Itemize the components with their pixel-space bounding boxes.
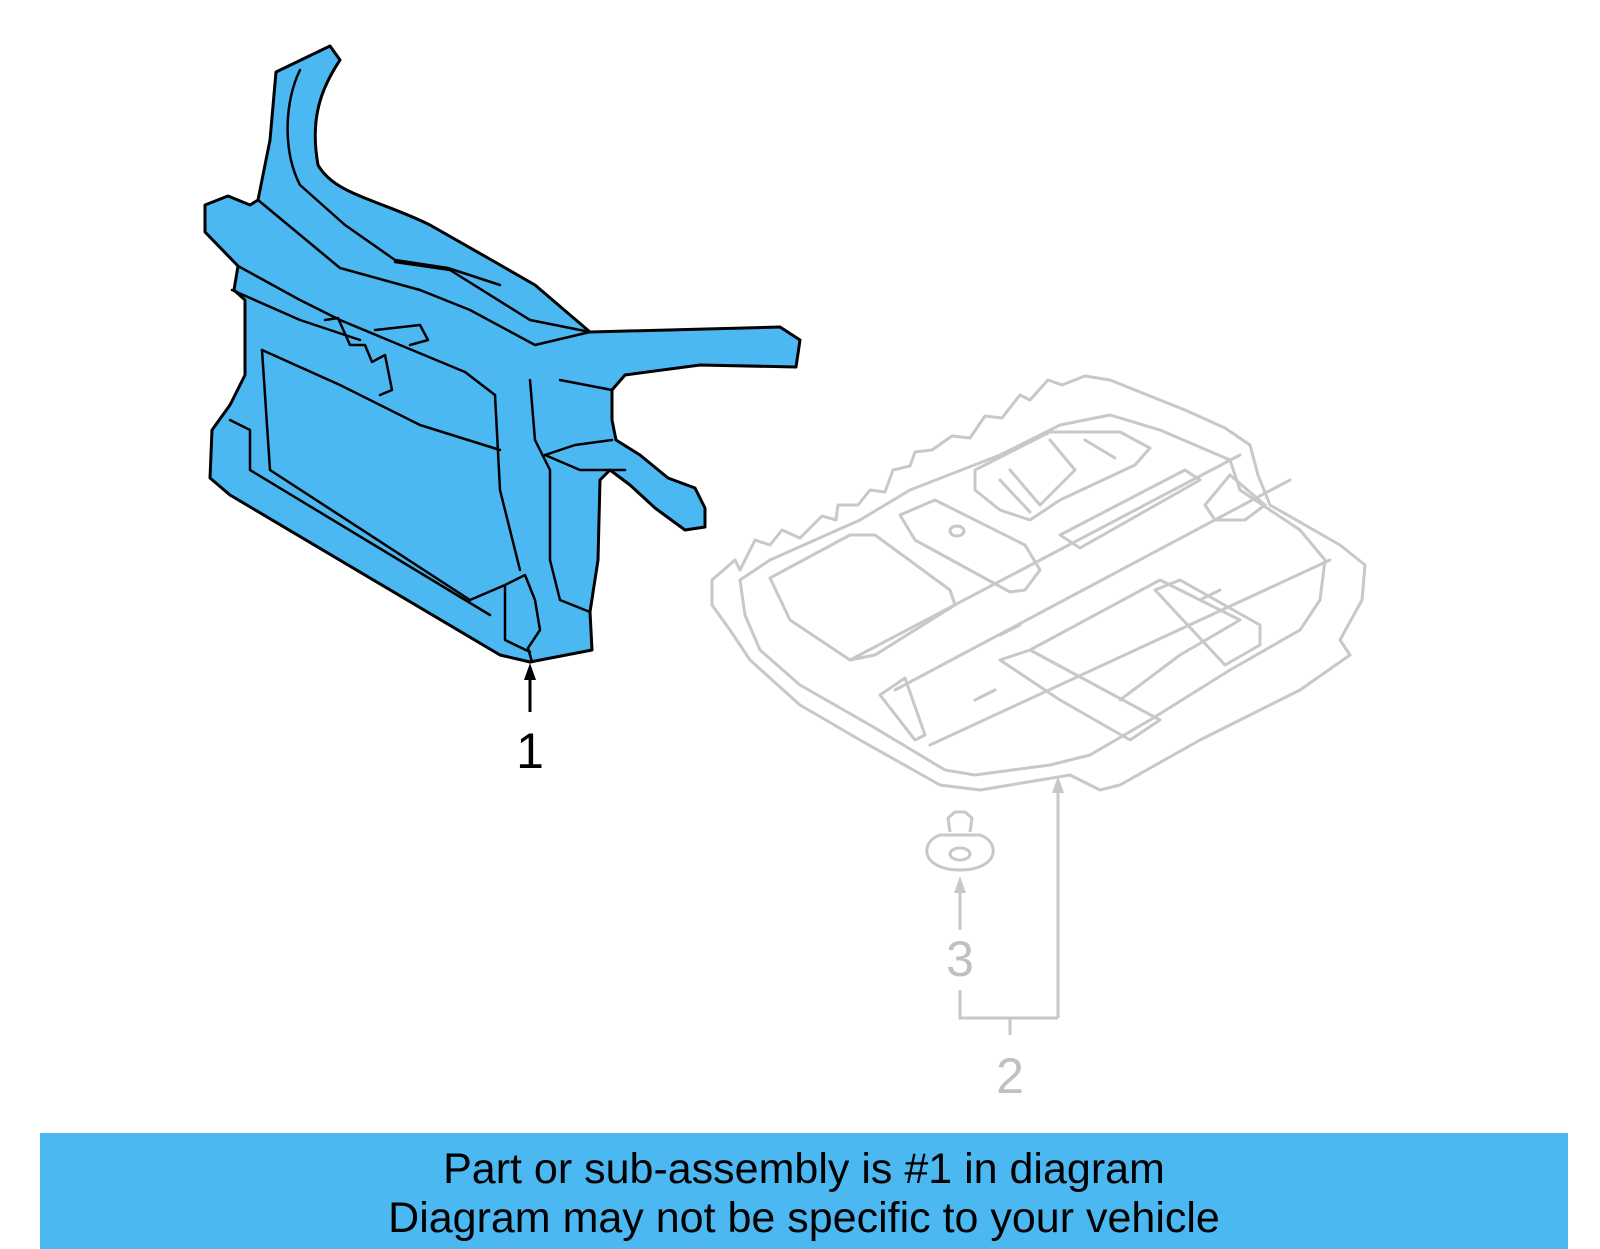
caption-banner: Part or sub-assembly is #1 in diagram Di… bbox=[40, 1133, 1568, 1249]
callout-2: 2 bbox=[958, 776, 1064, 1104]
caption-line-1: Part or sub-assembly is #1 in diagram bbox=[443, 1145, 1165, 1193]
part-2-splash-shield bbox=[710, 374, 1367, 792]
part-1-radiator-support[interactable] bbox=[203, 44, 802, 664]
callout-2-label: 2 bbox=[996, 1048, 1024, 1104]
radiator-support-body bbox=[203, 44, 802, 664]
splash-shield-outline bbox=[710, 374, 1367, 792]
callout-3: 3 bbox=[946, 876, 974, 987]
callout-1: 1 bbox=[516, 663, 544, 779]
caption-line-2: Diagram may not be specific to your vehi… bbox=[388, 1194, 1220, 1242]
callout-3-label: 3 bbox=[946, 931, 974, 987]
callout-1-label: 1 bbox=[516, 723, 544, 779]
part-3-push-clip bbox=[925, 810, 995, 872]
